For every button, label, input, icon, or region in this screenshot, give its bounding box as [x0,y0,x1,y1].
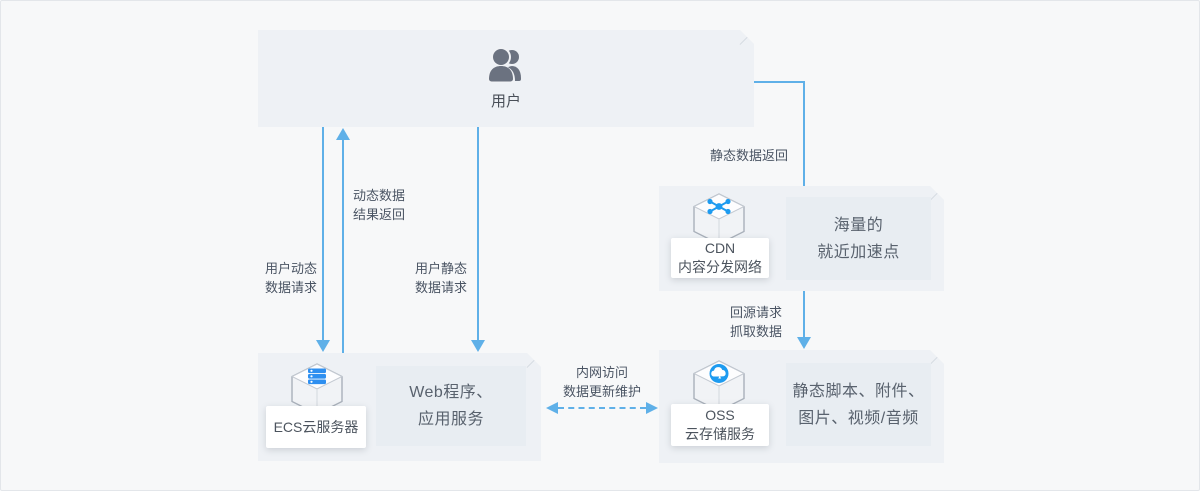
cdn-panel: CDN 内容分发网络 海量的 就近加速点 [659,186,944,291]
users-icon [258,46,754,86]
ecs-label-tag: ECS云服务器 [266,406,366,448]
dashed-arrow-shaft [558,407,646,409]
ecs-label: ECS云服务器 [273,418,359,435]
oss-label-line2: 云存储服务 [685,426,755,442]
edge-label-origin-fetch: 回源请求 抓取数据 [716,303,796,341]
arrowhead-up-icon [336,128,350,140]
ecs-description-box: Web程序、 应用服务 [376,366,526,446]
edge-label-line: 内网访问 [575,365,628,380]
oss-label-line1: OSS [705,407,735,423]
edge-label-line: 用户动态 [264,261,317,276]
edge-label-line: 数据请求 [414,280,467,295]
cdn-description-box: 海量的 就近加速点 [786,197,931,280]
oss-desc-line1: 静态脚本、附件、 [792,382,925,400]
ecs-desc-line2: 应用服务 [417,411,484,428]
ecs-desc-line1: Web程序、 [409,384,493,401]
panel-fold-decoration [930,186,945,201]
edge-label-line: 用户静态 [414,261,467,276]
cdn-desc-line1: 海量的 [833,216,884,234]
edge-label-line: 抓取数据 [729,324,782,339]
edge-label-dynamic-return: 动态数据 结果返回 [353,186,405,224]
edge-label-line: 回源请求 [729,305,782,320]
arrow-shaft [803,291,805,338]
edge-label-intranet: 内网访问 数据更新维护 [547,363,657,401]
arrowhead-left-icon [546,402,558,414]
cdn-label-tag: CDN 内容分发网络 [671,238,769,278]
connector-vertical [803,81,805,186]
arrow-shaft [322,127,324,342]
panel-fold-decoration [740,30,755,45]
panel-fold-decoration [527,353,542,368]
cdn-label-line1: CDN [704,240,736,256]
arrowhead-down-icon [316,340,330,352]
ecs-panel: ECS云服务器 Web程序、 应用服务 [258,353,541,461]
server-cube-icon [289,363,345,415]
cdn-label-line2: 内容分发网络 [678,259,762,275]
oss-desc-line2: 图片、视频/音频 [798,409,919,427]
user-panel-label: 用户 [490,93,521,110]
panel-fold-decoration [930,350,945,365]
arrowhead-right-icon [646,402,658,414]
cloud-storage-cube-icon [691,360,747,412]
arrowhead-down-icon [797,337,811,349]
connector-horizontal [754,81,805,83]
edge-label-line: 结果返回 [353,207,406,222]
edge-label-dynamic-request: 用户动态 数据请求 [251,259,331,297]
edge-label-line: 数据更新维护 [562,384,641,399]
edge-label-line: 静态数据返回 [709,148,788,163]
edge-label-line: 数据请求 [264,280,317,295]
edge-label-static-request: 用户静态 数据请求 [401,259,481,297]
oss-panel: OSS 云存储服务 静态脚本、附件、 图片、视频/音频 [659,350,944,463]
oss-description-box: 静态脚本、附件、 图片、视频/音频 [786,363,931,446]
edge-label-line: 动态数据 [353,188,406,203]
arrow-shaft [477,127,479,342]
arrow-shaft [342,139,344,353]
arrowhead-down-icon [471,340,485,352]
user-panel: 用户 [258,30,754,127]
cdn-desc-line2: 就近加速点 [817,243,900,261]
oss-label-tag: OSS 云存储服务 [671,404,769,446]
edge-label-static-return: 静态数据返回 [701,146,797,165]
